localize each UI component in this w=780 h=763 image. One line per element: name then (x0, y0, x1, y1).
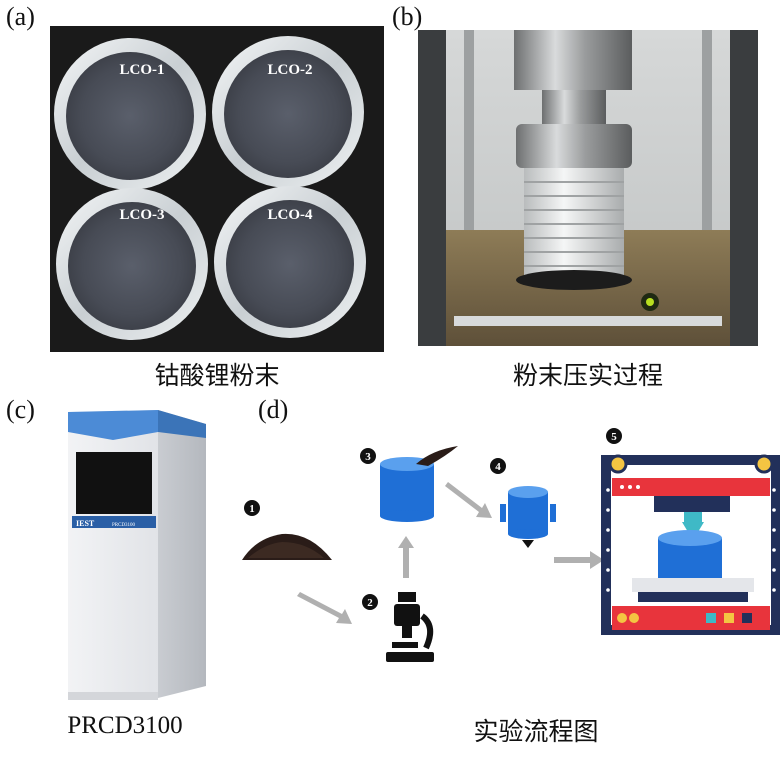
dish-lco-1 (54, 38, 206, 190)
arrow-2-to-3 (398, 536, 414, 578)
compression-spring (524, 168, 624, 278)
step-4-mold: 4 (490, 458, 556, 548)
sample-label-lco-1: LCO-1 (120, 62, 165, 78)
arrow-3-to-4 (445, 482, 492, 518)
step-1-powder: 1 (242, 500, 332, 560)
step-5-press: 5 (601, 428, 780, 635)
dish-lco-3 (56, 188, 208, 340)
instrument-model: PRCD3100 (112, 523, 136, 528)
step-3-badge: 3 (365, 451, 371, 463)
panel-d-caption: 实验流程图 (473, 717, 599, 746)
step-2-badge: 2 (367, 597, 373, 609)
panel-b-photo (418, 30, 758, 346)
panel-a-caption: 钴酸锂粉末 (154, 361, 280, 390)
step-5-badge: 5 (611, 431, 617, 443)
dish-lco-4 (214, 186, 366, 338)
sample-label-lco-4: LCO-4 (268, 207, 314, 223)
step-1-badge: 1 (249, 503, 255, 515)
panel-d-label: (d) (258, 395, 289, 424)
arrow-4-to-5 (554, 551, 604, 569)
arrow-1-to-2 (297, 592, 352, 624)
sample-label-lco-2: LCO-2 (268, 62, 313, 78)
panel-b-label: (b) (392, 2, 423, 31)
dish-lco-2 (212, 36, 364, 188)
step-3-vessel: 3 (360, 446, 458, 522)
panel-a-photo: LCO-1 LCO-2 LCO-3 LCO-4 (50, 26, 384, 352)
panel-a-label: (a) (6, 2, 35, 31)
instrument-screen (76, 452, 152, 514)
instrument-brand: IEST (76, 519, 95, 528)
sample-label-lco-3: LCO-3 (120, 207, 165, 223)
panel-d-diagram: 1 2 3 4 5 (242, 428, 780, 662)
panel-c-instrument: IEST PRCD3100 (68, 410, 206, 700)
step-2-microscope: 2 (362, 592, 434, 662)
panel-b-caption: 粉末压实过程 (512, 361, 663, 390)
panel-c-label: (c) (6, 395, 35, 424)
step-4-badge: 4 (495, 461, 501, 473)
panel-c-caption: PRCD3100 (67, 712, 183, 739)
